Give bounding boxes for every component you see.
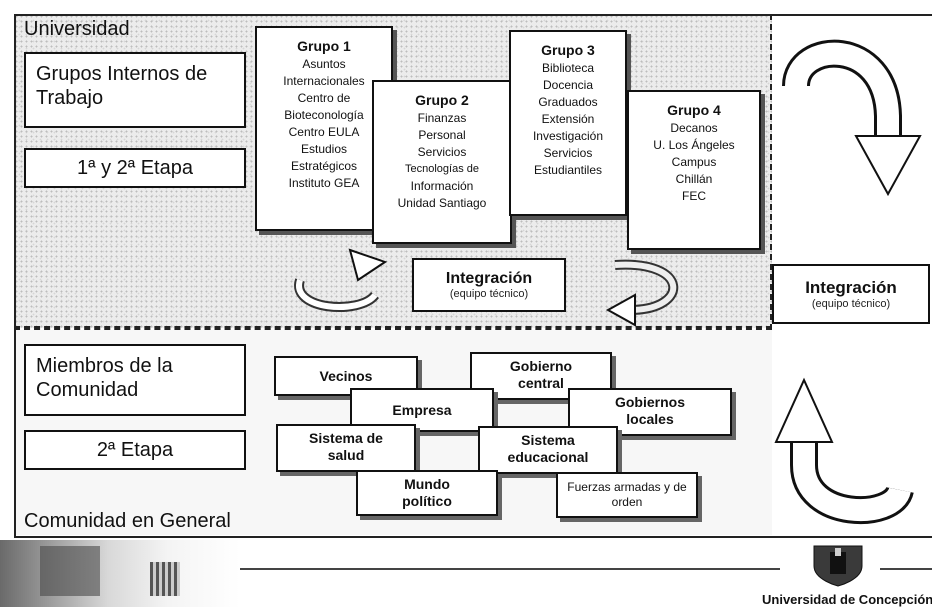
group-1-item: Asuntos [302,57,346,71]
community-label: Gobierno central [509,358,573,391]
group-3-item: Servicios [543,146,593,160]
community-label: Fuerzas armadas y de orden [567,480,687,509]
group-1-box: Grupo 1 Asuntos Internacionales Centro d… [255,26,393,231]
groups-label: Grupos Internos de Trabajo [36,63,208,109]
group-3-title: Grupo 3 [541,42,595,58]
integration-inner-subtitle: (equipo técnico) [449,288,529,300]
stage-1-2-label: 1ª y 2ª Etapa [77,156,193,179]
group-1-item: Estudios [300,142,348,156]
building-photo [0,540,240,607]
group-4-item: U. Los Ángeles [653,138,735,152]
footer-institution: Universidad de Concepción [762,592,932,607]
building-photo-detail [40,546,100,596]
group-1-item: Internacionales [283,74,365,88]
community-box-sistema-educacional: Sistema educacional [478,426,618,474]
group-1-item: Centro de [297,91,351,105]
community-box-sistema-salud: Sistema de salud [276,424,416,472]
integration-inner-title: Integración [445,270,533,287]
community-label: Empresa [392,401,452,418]
community-label: Sistema educacional [507,432,589,465]
community-label: Mundo político [402,476,452,509]
group-2-box: Grupo 2 Finanzas Personal Servicios Tecn… [372,80,512,244]
integration-right-subtitle: (equipo técnico) [811,298,891,310]
community-box-mundo-politico: Mundo político [356,470,498,516]
stage-1-2-box: 1ª y 2ª Etapa [24,148,246,188]
group-2-item: Servicios [417,145,467,159]
community-label: Sistema de salud [309,430,383,463]
group-3-item: Extensión [541,112,595,126]
group-1-item: Estratégicos [290,159,358,173]
university-crest-icon [813,545,863,587]
group-4-item: Chillán [675,172,713,186]
community-label: Vecinos [319,367,373,384]
group-1-title: Grupo 1 [297,38,351,54]
cycle-arrow-left-icon [294,248,388,312]
cycle-arrow-down-icon [782,39,922,197]
group-3-item: Docencia [542,78,594,92]
stage-2-box: 2ª Etapa [24,430,246,470]
footer-divider-line [240,568,780,570]
university-title: Universidad [24,18,130,40]
groups-label-box: Grupos Internos de Trabajo [24,52,246,128]
footer-divider-line-right [880,568,932,570]
community-general-label: Comunidad en General [24,510,231,532]
members-label: Miembros de la Comunidad [36,355,173,401]
integration-inner-box: Integración (equipo técnico) [412,258,566,312]
middle-dashed-line [14,326,772,328]
group-3-item: Graduados [538,95,598,109]
group-3-item: Estudiantiles [533,163,603,177]
stage-2-label: 2ª Etapa [96,438,174,461]
footer: Universidad de Concepción [0,540,932,607]
group-1-item: Instituto GEA [288,176,360,190]
community-box-fuerzas-armadas: Fuerzas armadas y de orden [556,472,698,518]
cycle-arrow-up-icon [774,377,914,525]
group-3-item: Investigación [532,129,604,143]
university-dashed-frame [14,14,772,330]
group-1-item: Bioteconología [284,108,364,122]
group-4-item: FEC [682,189,706,203]
integration-right-box: Integración (equipo técnico) [772,264,930,324]
group-2-item: Unidad Santiago [397,196,487,210]
group-2-item: Información [410,179,474,193]
community-label: Gobiernos locales [614,394,685,427]
group-4-box: Grupo 4 Decanos U. Los Ángeles Campus Ch… [627,90,761,250]
group-3-item: Biblioteca [541,61,595,75]
group-2-item: Finanzas [417,111,467,125]
building-photo-window [150,562,180,596]
group-2-item: Personal [418,128,466,142]
group-2-title: Grupo 2 [415,92,469,108]
integration-right-title: Integración [805,278,897,297]
community-box-vecinos: Vecinos [274,356,418,396]
group-4-title: Grupo 4 [667,102,721,118]
members-label-box: Miembros de la Comunidad [24,344,246,416]
group-2-item: Tecnologías de [405,163,479,175]
group-1-item: Centro EULA [288,125,360,139]
cycle-arrow-right-icon [605,259,679,327]
group-3-box: Grupo 3 Biblioteca Docencia Graduados Ex… [509,30,627,216]
group-4-item: Decanos [670,121,718,135]
group-4-item: Campus [671,155,717,169]
